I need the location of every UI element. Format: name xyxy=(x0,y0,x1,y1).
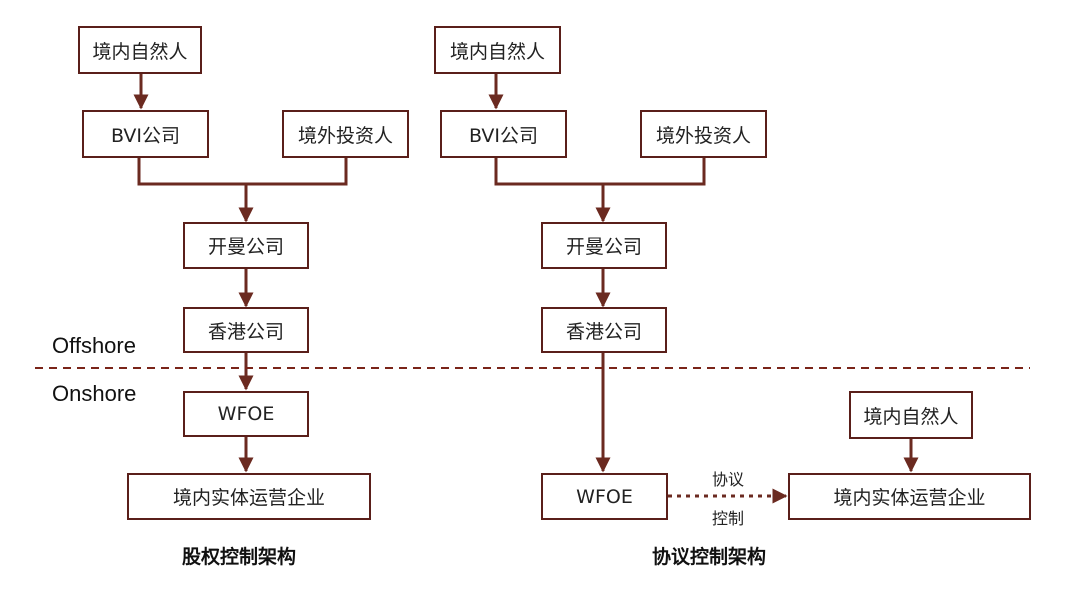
vie-domestic-person-2-box: 境内自然人 xyxy=(849,391,973,439)
vie-hk-company-box: 香港公司 xyxy=(541,307,667,353)
agreement-label-bottom: 控制 xyxy=(712,509,745,528)
connector-merge-right xyxy=(494,158,706,186)
equity-hk-company-box: 香港公司 xyxy=(183,307,309,353)
equity-bvi-company-box: BVI公司 xyxy=(82,110,209,158)
equity-control-caption: 股权控制架构 xyxy=(182,546,297,568)
vie-control-caption: 协议控制架构 xyxy=(652,546,767,568)
vie-domestic-person-box: 境内自然人 xyxy=(434,26,561,74)
vie-wfoe-box: WFOE xyxy=(541,473,668,520)
equity-foreign-investor-box: 境外投资人 xyxy=(282,110,409,158)
agreement-label-top: 协议 xyxy=(712,470,745,489)
equity-domestic-person-box: 境内自然人 xyxy=(78,26,202,74)
vie-cayman-company-box: 开曼公司 xyxy=(541,222,667,269)
connector-merge-left xyxy=(137,158,348,186)
vie-operating-entity-box: 境内实体运营企业 xyxy=(788,473,1031,520)
equity-operating-entity-box: 境内实体运营企业 xyxy=(127,473,371,520)
equity-wfoe-box: WFOE xyxy=(183,391,309,437)
onshore-label: Onshore xyxy=(52,381,137,406)
offshore-label: Offshore xyxy=(52,333,136,358)
equity-cayman-company-box: 开曼公司 xyxy=(183,222,309,269)
vie-foreign-investor-box: 境外投资人 xyxy=(640,110,767,158)
vie-bvi-company-box: BVI公司 xyxy=(440,110,567,158)
